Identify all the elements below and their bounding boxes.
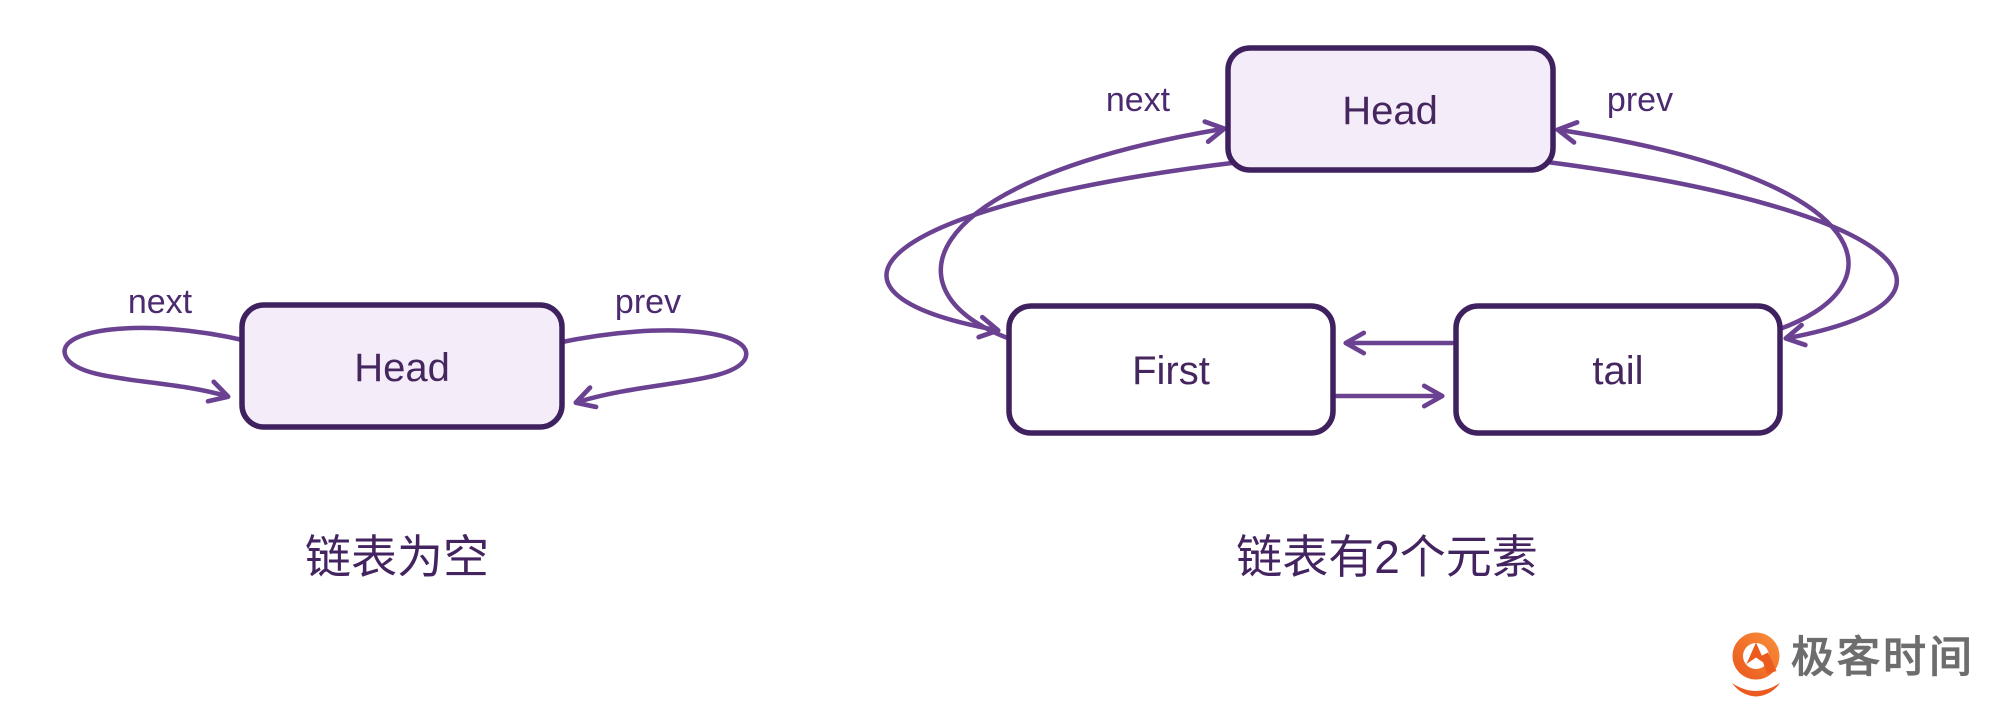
first-to-head-arrow	[938, 119, 1227, 344]
head-node-label: Head	[1342, 89, 1438, 133]
prev-pointer-label: prev	[1607, 81, 1673, 119]
geektime-logo-text: 极客时间	[1791, 634, 1975, 682]
head-node	[239, 302, 565, 430]
head-to-tail-arrow	[1544, 159, 1900, 348]
first-node-label: First	[1132, 349, 1210, 393]
two-element-diagram: Head First tail next prev 链表有2个元素	[884, 45, 1900, 583]
empty-list-diagram: Head next prev 链表为空	[62, 283, 749, 583]
next-pointer-label: next	[1106, 81, 1171, 119]
head-to-first-arrow	[884, 159, 1243, 340]
empty-list-caption: 链表为空	[305, 531, 489, 583]
next-pointer-label: next	[128, 283, 193, 321]
tail-to-head-arrow	[1555, 120, 1851, 334]
head-node	[1225, 45, 1556, 173]
next-self-loop-arrow	[62, 325, 250, 404]
first-node	[1006, 303, 1336, 436]
geektime-logo: 极客时间	[1732, 632, 1975, 697]
tail-node	[1453, 303, 1783, 436]
prev-self-loop-arrow	[554, 328, 749, 410]
two-element-caption: 链表有2个元素	[1236, 531, 1538, 583]
prev-pointer-label: prev	[615, 283, 681, 321]
geektime-q-pin-icon	[1732, 632, 1780, 697]
head-node-label: Head	[354, 346, 450, 390]
tail-node-label: tail	[1592, 349, 1643, 393]
